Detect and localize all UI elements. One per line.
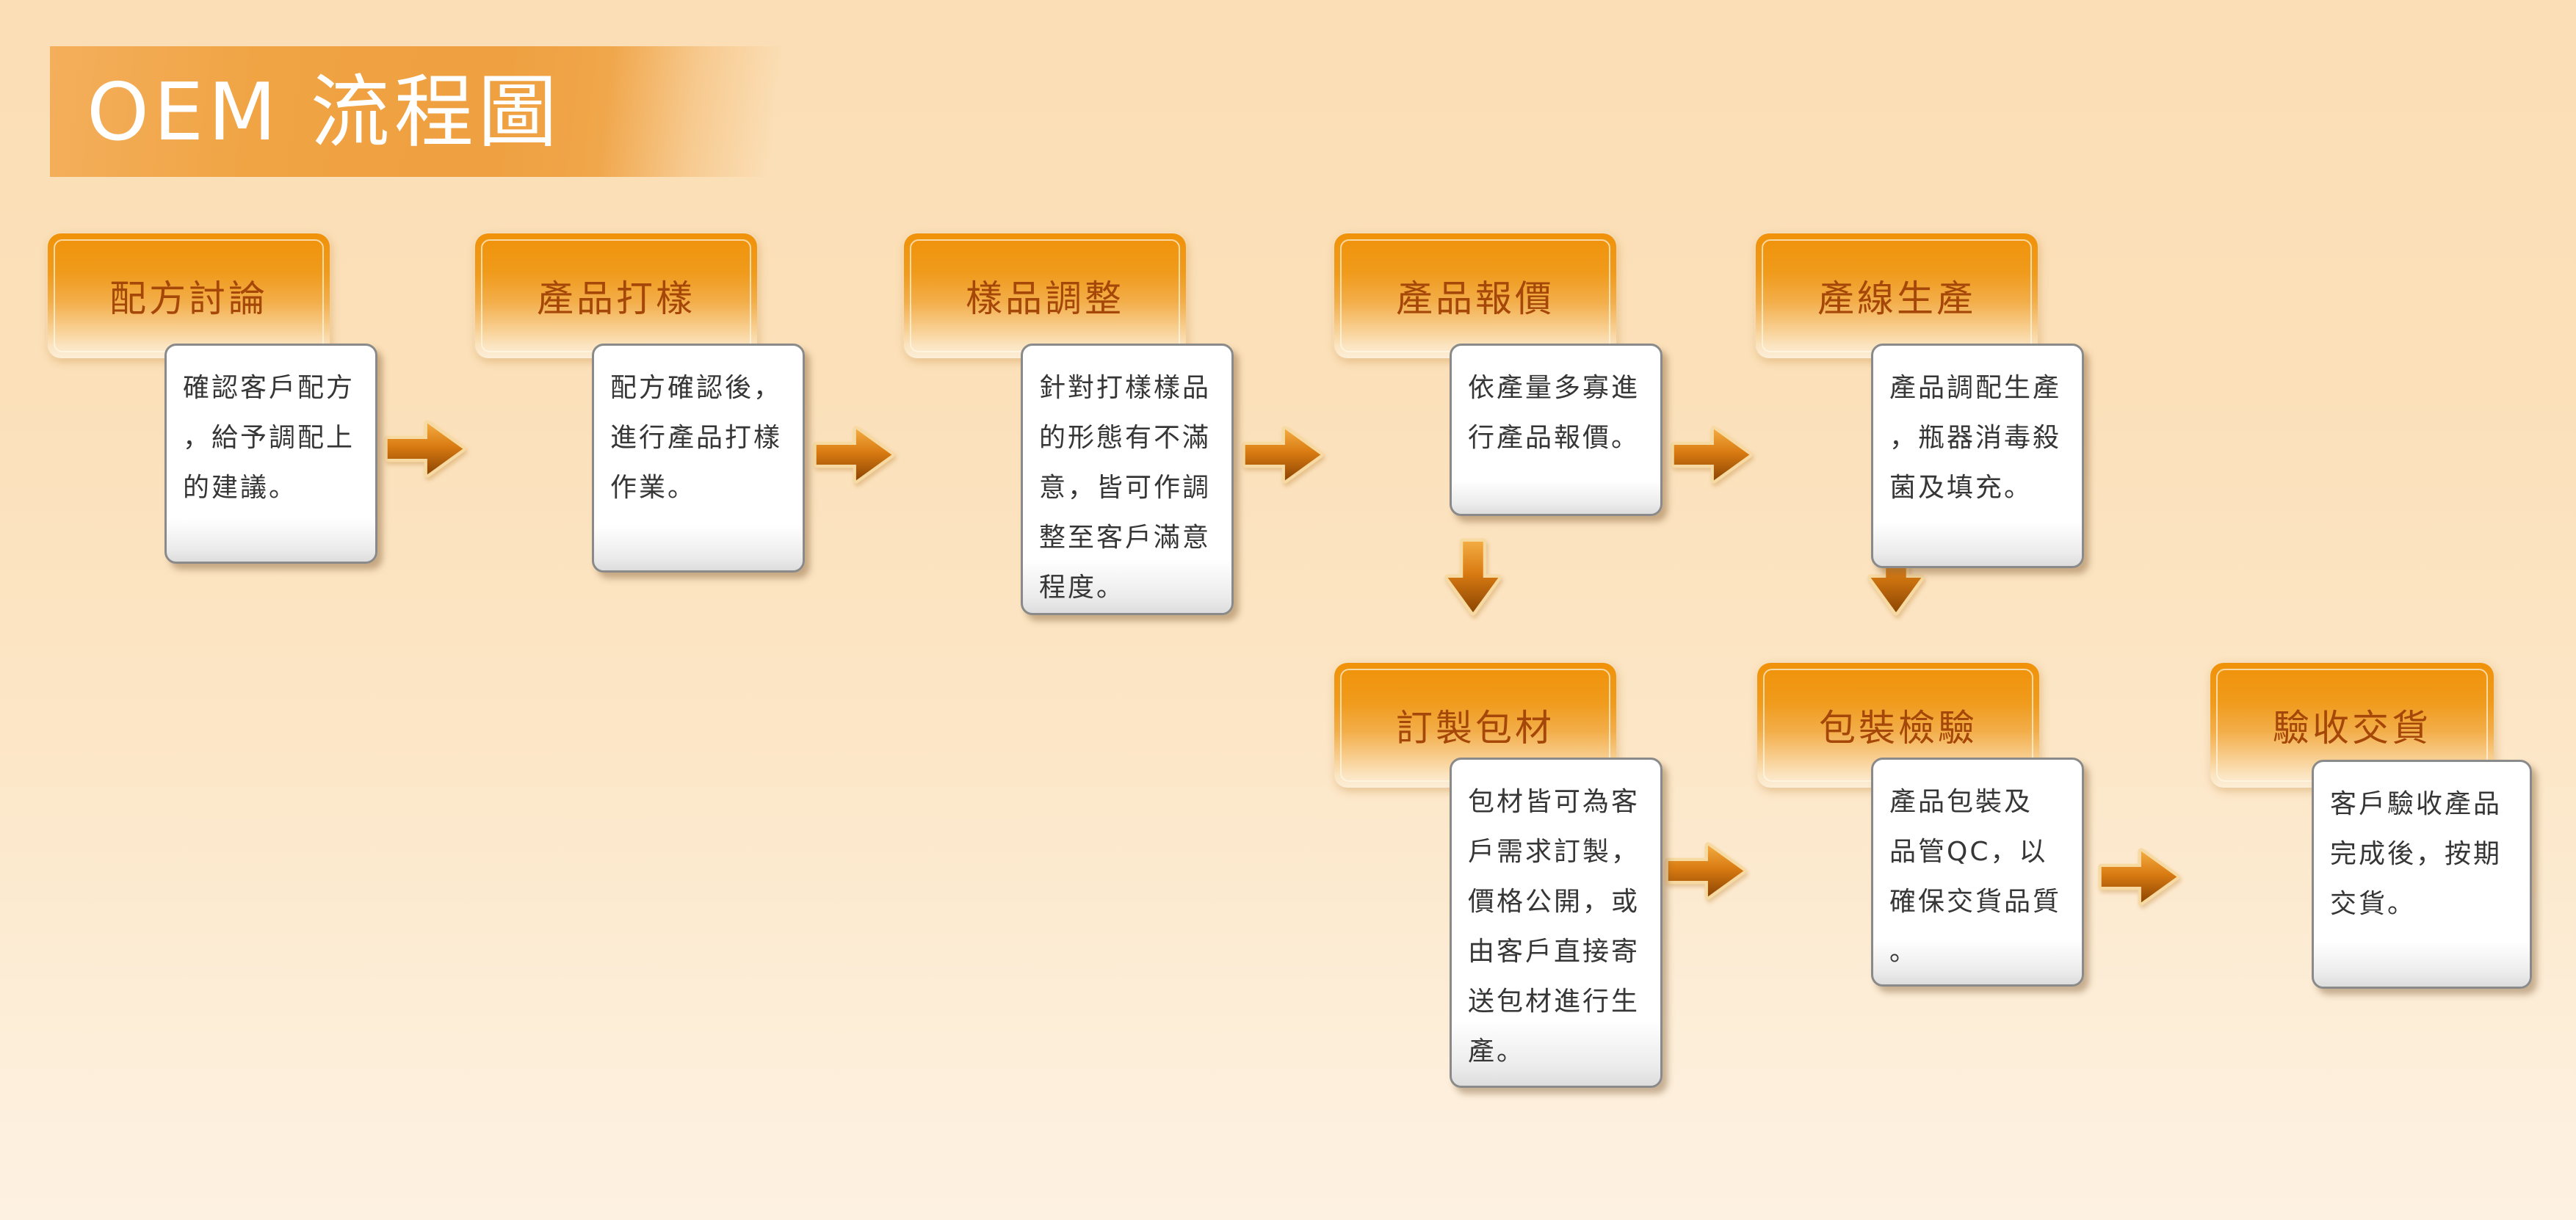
step-title: 配方討論 (109, 277, 268, 320)
arrow-right-icon (1668, 422, 1755, 487)
step-title: 訂製包材 (1396, 707, 1555, 749)
arrow-down-icon (1439, 536, 1507, 618)
arrow-right-icon (1663, 838, 1749, 904)
step-header-product-sampling: 產品打樣 (475, 233, 757, 358)
step-description: 配方確認後， 進行產品打樣 作業。 (592, 344, 805, 573)
step-description: 產品包裝及 品管QC，以 確保交貨品質 。 (1871, 758, 2084, 987)
step-header-formula-discussion: 配方討論 (48, 233, 330, 358)
step-description: 針對打樣樣品 的形態有不滿 意，皆可作調 整至客戶滿意 程度。 (1021, 344, 1234, 615)
step-title: 驗收交貨 (2273, 707, 2431, 749)
step-title: 樣品調整 (966, 277, 1124, 320)
title-banner: OEM 流程圖 (50, 46, 792, 177)
step-description: 確認客戶配方 ，給予調配上 的建議。 (164, 344, 377, 564)
arrow-right-icon (811, 422, 897, 487)
page-title: OEM 流程圖 (87, 67, 562, 159)
step-title: 產線生產 (1817, 277, 1976, 320)
arrow-right-icon (2096, 844, 2182, 909)
step-header-sample-adjustment: 樣品調整 (904, 233, 1186, 358)
step-header-product-quotation: 產品報價 (1334, 233, 1616, 358)
arrow-right-icon (1240, 422, 1326, 487)
step-description: 產品調配生產 ，瓶器消毒殺 菌及填充。 (1871, 344, 2084, 568)
arrow-right-icon (382, 416, 468, 482)
step-title: 產品報價 (1396, 277, 1555, 320)
step-description: 包材皆可為客 戶需求訂製， 價格公開，或 由客戶直接寄 送包材進行生 產。 (1450, 758, 1663, 1088)
step-title: 包裝檢驗 (1819, 707, 1978, 749)
step-description: 客戶驗收產品 完成後，按期 交貨。 (2312, 760, 2532, 989)
step-header-line-production: 產線生產 (1756, 233, 2038, 358)
step-title: 產品打樣 (537, 277, 695, 320)
step-description: 依產量多寡進 行產品報價。 (1450, 344, 1663, 516)
